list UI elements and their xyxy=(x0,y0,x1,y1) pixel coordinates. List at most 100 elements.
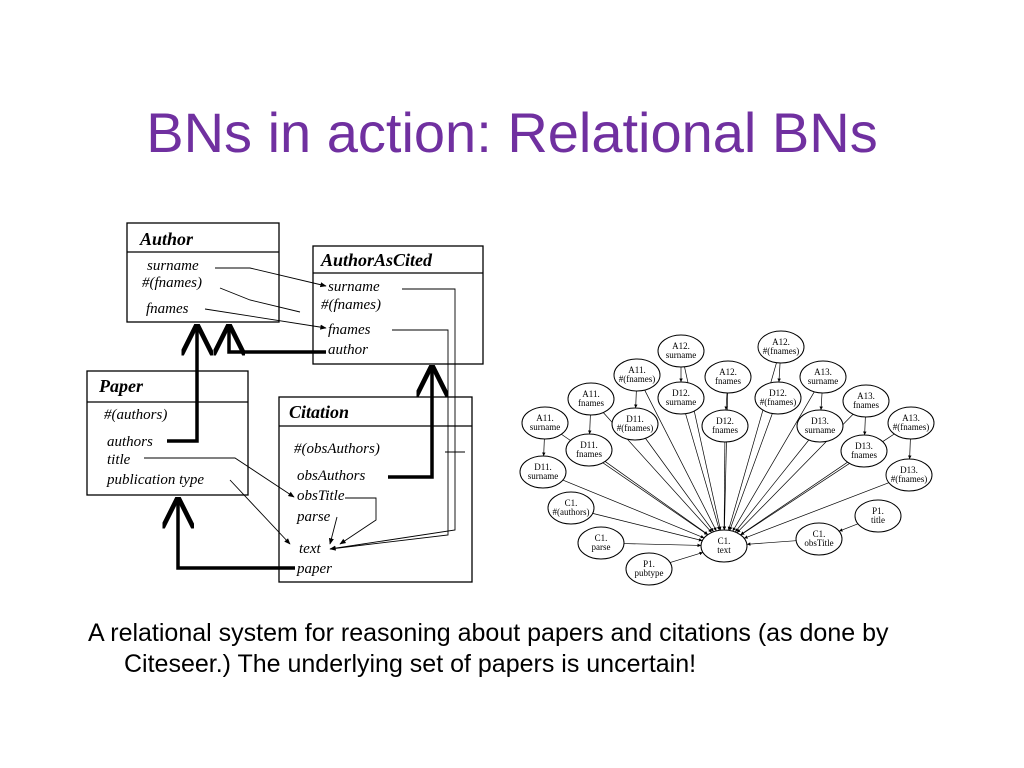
network-node-d12-fnames: D12.fnames xyxy=(701,409,749,443)
network-edge xyxy=(722,441,726,531)
network-node-label: fnames xyxy=(578,398,604,408)
network-node-ellipse xyxy=(519,455,567,489)
network-node-a13-surname: A13.surname xyxy=(799,360,847,394)
network-node-d11-numfnames: D11.#(fnames) xyxy=(611,407,659,441)
network-node-d12-numfnames: D12.#(fnames) xyxy=(754,381,802,415)
network-node-a11-fnames: A11.fnames xyxy=(567,382,615,416)
class-title-author: Author xyxy=(139,229,194,249)
author-attr-fnames: fnames xyxy=(146,301,189,317)
dep-obstitle-to-text xyxy=(339,497,377,545)
network-node-label: A13. xyxy=(857,391,875,401)
network-node-a12-numfnames: A12.#(fnames) xyxy=(757,330,805,364)
network-node-label: text xyxy=(717,545,731,555)
ref-link-authorascited-author xyxy=(229,327,326,352)
network-edge xyxy=(819,392,823,411)
network-node-ellipse xyxy=(521,406,569,440)
network-node-label: #(fnames) xyxy=(893,422,929,432)
network-node-label: surname xyxy=(666,350,697,360)
network-node-ellipse xyxy=(700,529,748,563)
network-edge xyxy=(685,413,721,531)
network-node-label: D11. xyxy=(580,440,597,450)
network-node-ellipse xyxy=(799,360,847,394)
network-edge xyxy=(644,389,717,532)
network-node-label: A12. xyxy=(719,367,737,377)
network-node-label: surname xyxy=(808,376,839,386)
network-node-d13-surname: D13.surname xyxy=(796,409,844,443)
authorascited-attr-num-fnames: #(fnames) xyxy=(321,297,381,313)
citation-attr-num-obsauthors: #(obsAuthors) xyxy=(294,441,380,457)
dep-ac-fnames-to-text xyxy=(329,329,449,550)
network-edge xyxy=(623,543,702,548)
dep-num-fnames-to-fnames xyxy=(219,287,301,313)
network-node-c1-parse: C1.parse xyxy=(577,526,625,560)
network-edge xyxy=(908,438,912,460)
network-node-ellipse xyxy=(757,330,805,364)
citation-attr-parse: parse xyxy=(296,509,331,525)
network-edge xyxy=(746,540,797,546)
network-edge xyxy=(588,414,592,435)
network-node-label: surname xyxy=(805,425,836,435)
network-node-label: fnames xyxy=(715,376,741,386)
dep-pubtype-to-text xyxy=(229,479,291,545)
network-node-label: A12. xyxy=(772,337,790,347)
network-node-a11-numfnames: A11.#(fnames) xyxy=(613,358,661,392)
network-node-ellipse xyxy=(565,433,613,467)
network-node-c1-text: C1.text xyxy=(700,529,748,563)
network-node-label: fnames xyxy=(576,449,602,459)
network-node-label: D11. xyxy=(626,414,643,424)
network-node-label: P1. xyxy=(872,506,884,516)
network-node-ellipse xyxy=(613,358,661,392)
dep-surname-to-surname xyxy=(215,267,327,288)
dep-parse-to-text xyxy=(328,516,338,545)
network-node-label: D12. xyxy=(716,416,734,426)
network-node-label: D12. xyxy=(672,388,690,398)
network-node-ellipse xyxy=(842,384,890,418)
network-node-ellipse xyxy=(577,526,625,560)
reference-links xyxy=(167,327,432,570)
network-node-a12-fnames: A12.fnames xyxy=(704,360,752,394)
network-node-a11-surname: A11.surname xyxy=(521,406,569,440)
author-attr-num-fnames: #(fnames) xyxy=(142,275,202,291)
network-node-label: D13. xyxy=(811,416,829,426)
paper-attr-publication-type: publication type xyxy=(106,472,204,488)
network-node-ellipse xyxy=(840,434,888,468)
network-node-d13-numfnames: D13.#(fnames) xyxy=(885,458,933,492)
ref-link-citation-obsauthors xyxy=(388,368,432,479)
network-node-label: D13. xyxy=(855,441,873,451)
dependency-arrows xyxy=(144,267,465,551)
network-edge xyxy=(863,416,867,436)
network-node-label: pubtype xyxy=(635,568,664,578)
network-node-label: fnames xyxy=(712,425,738,435)
network-node-label: D12. xyxy=(769,388,787,398)
network-node-a13-fnames: A13.fnames xyxy=(842,384,890,418)
class-title-authorascited: AuthorAsCited xyxy=(320,250,433,270)
network-edge xyxy=(734,439,810,533)
paper-attr-authors: authors xyxy=(107,434,153,450)
network-node-label: obsTitle xyxy=(804,538,833,548)
network-node-label: parse xyxy=(592,542,611,552)
author-attr-surname: surname xyxy=(147,258,199,274)
network-node-label: #(fnames) xyxy=(617,423,653,433)
network-node-ellipse xyxy=(611,407,659,441)
citation-attr-obstitle: obsTitle xyxy=(297,488,345,504)
network-edge xyxy=(838,523,859,532)
network-edge xyxy=(777,362,781,383)
network-node-ellipse xyxy=(885,458,933,492)
network-node-label: A12. xyxy=(672,341,690,351)
class-box-citation: Citation #(obsAuthors) obsAuthors obsTit… xyxy=(278,396,473,583)
class-box-paper: Paper #(authors) authors title publicati… xyxy=(86,370,249,496)
class-title-paper: Paper xyxy=(98,376,144,396)
network-edge xyxy=(744,482,889,539)
network-node-ellipse xyxy=(657,334,705,368)
network-node-ellipse xyxy=(701,409,749,443)
dep-title-to-obstitle xyxy=(144,457,295,498)
network-edge xyxy=(669,551,704,563)
network-node-label: C1. xyxy=(595,533,608,543)
class-box-authorascited: AuthorAsCited surname #(fnames) fnames a… xyxy=(312,245,484,365)
network-node-ellipse xyxy=(567,382,615,416)
network-node-label: A11. xyxy=(628,365,645,375)
network-node-label: title xyxy=(871,515,885,525)
network-node-label: A13. xyxy=(814,367,832,377)
network-edge xyxy=(604,461,709,535)
